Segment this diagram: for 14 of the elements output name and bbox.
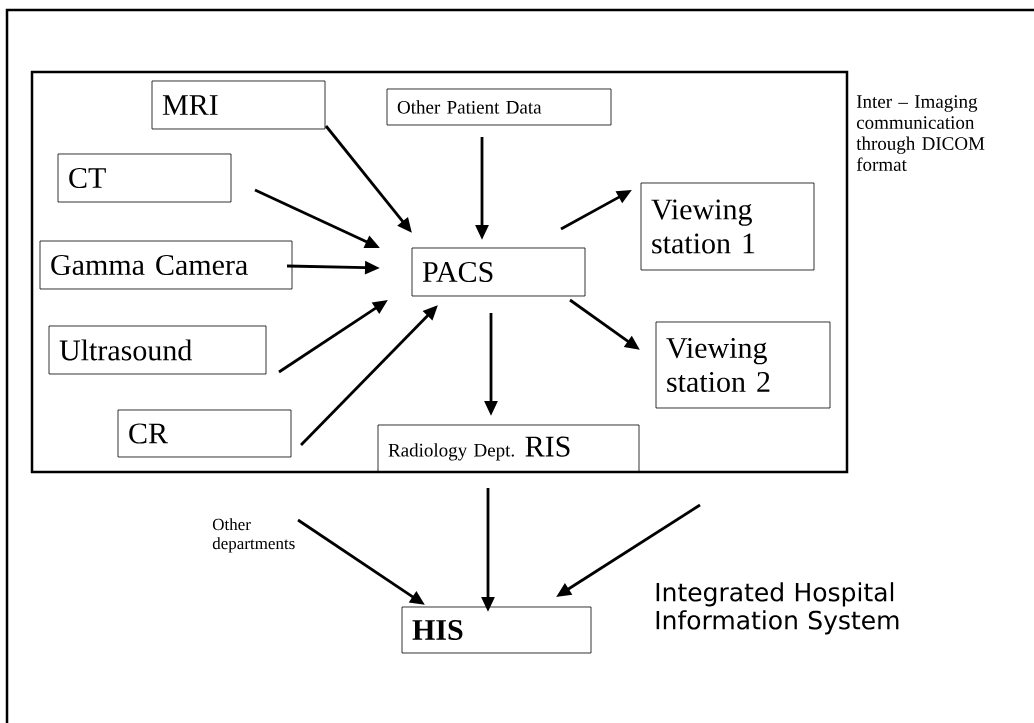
process-box: Radiology Dept. RIS bbox=[377, 424, 640, 473]
process-box: PACS bbox=[411, 247, 586, 297]
process-box: Viewing station 1 bbox=[640, 182, 815, 271]
process-box: MRI bbox=[151, 80, 326, 130]
process-box: CR bbox=[117, 409, 292, 458]
process-box: HIS bbox=[401, 606, 592, 654]
process-box: Other Patient Data bbox=[386, 88, 612, 126]
caption-text: Integrated Hospital Information System bbox=[656, 582, 899, 635]
process-box: CT bbox=[57, 153, 232, 203]
note-text: Inter – Imaging communication through DICOM format bbox=[856, 95, 985, 171]
edge-label: Other departments bbox=[212, 518, 295, 553]
process-box: Viewing station 2 bbox=[655, 321, 831, 409]
process-box: Ultrasound bbox=[48, 325, 267, 375]
process-box: Gamma Camera bbox=[39, 240, 293, 290]
